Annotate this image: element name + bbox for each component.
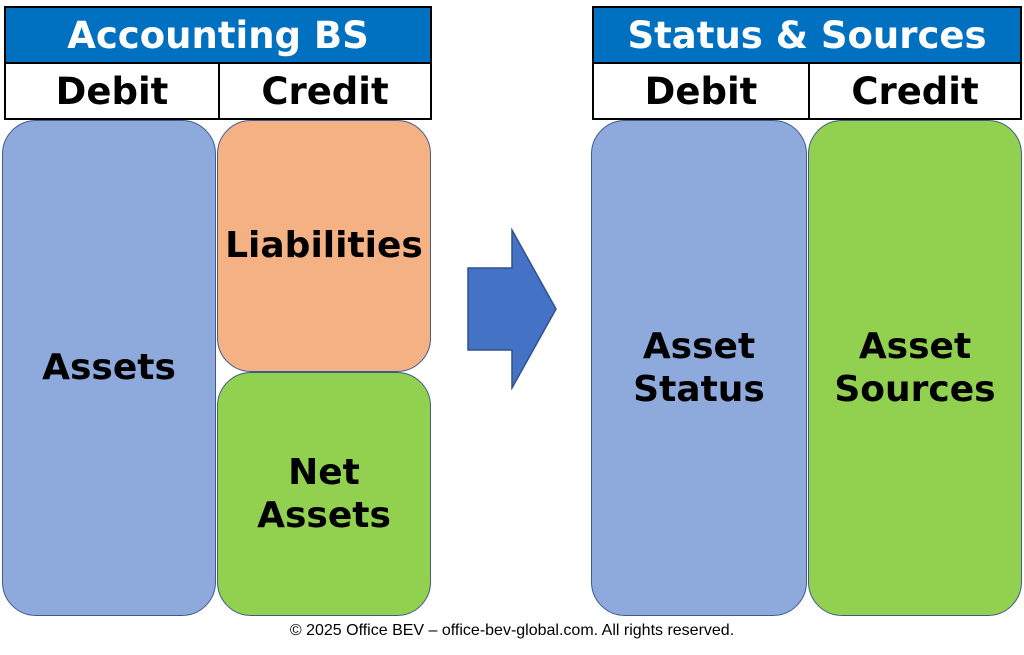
assets-block: Assets [2,120,216,616]
right-debit-label: Debit [644,69,758,113]
copyright-footer: © 2025 Office BEV – office-bev-global.co… [289,622,735,639]
liabilities-block: Liabilities [217,120,431,372]
left-credit-label: Credit [261,69,389,113]
net-assets-block: Net Assets [217,372,431,616]
asset-sources-block: Asset Sources [808,120,1022,616]
asset-status-block: Asset Status [591,120,807,616]
asset-sources-label: Asset Sources [834,325,996,410]
right-panel-title: Status & Sources [592,6,1022,64]
asset-status-label: Asset Status [633,325,765,410]
left-debit-label: Debit [55,69,169,113]
left-debit-header: Debit [4,62,220,120]
net-assets-label: Net Assets [257,451,391,536]
right-credit-label: Credit [851,69,979,113]
right-arrow-icon [467,228,557,390]
right-debit-header: Debit [592,62,810,120]
right-panel-title-text: Status & Sources [627,13,987,57]
left-credit-header: Credit [218,62,432,120]
left-panel-title-text: Accounting BS [67,13,369,57]
assets-label: Assets [42,347,176,389]
liabilities-label: Liabilities [225,225,423,267]
right-credit-header: Credit [808,62,1022,120]
left-panel-title: Accounting BS [4,6,432,64]
